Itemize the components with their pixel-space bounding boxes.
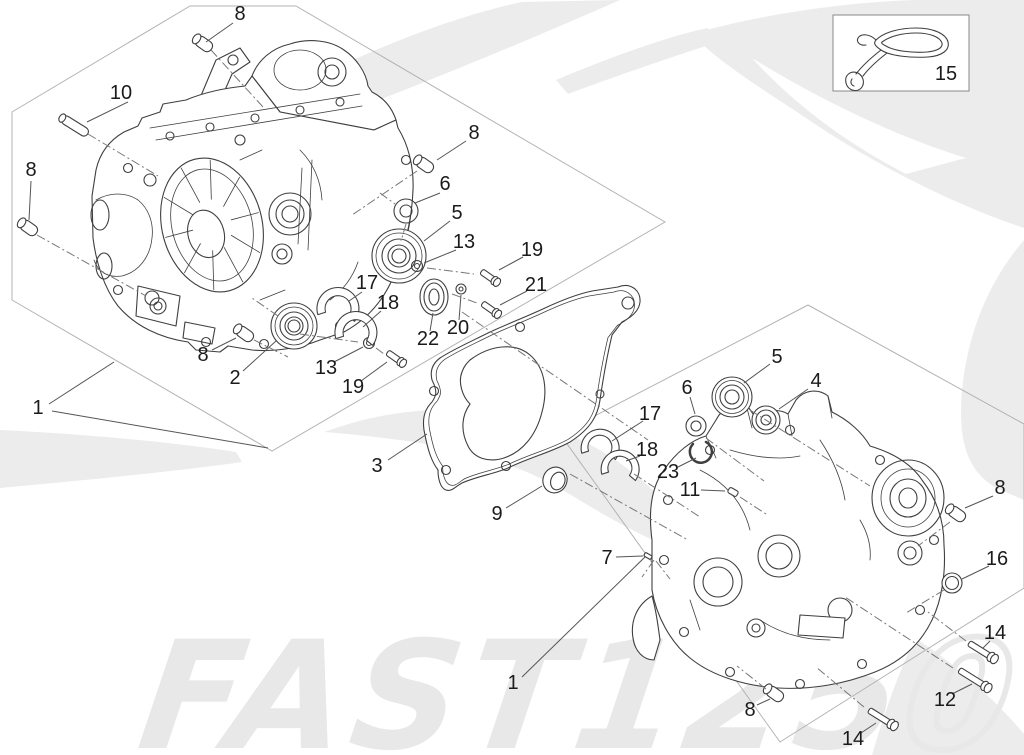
callout-leader-line	[498, 256, 524, 271]
callout-leader-line	[743, 363, 771, 384]
callout-leader-line	[615, 555, 644, 558]
callout-leader-line	[611, 420, 644, 442]
callout-leader-line	[429, 312, 434, 332]
callout-label-22: 22	[417, 328, 439, 350]
seal-22	[419, 278, 449, 316]
bushing-9	[542, 466, 568, 494]
callout-label-16: 16	[986, 548, 1008, 570]
callout-label-12: 12	[934, 689, 956, 711]
callout-leader-line	[423, 249, 457, 264]
loose-parts	[16, 33, 999, 732]
half-shell-17-right	[580, 428, 620, 461]
washer-13a	[410, 259, 424, 273]
callout-leader-line	[423, 220, 451, 242]
callout-label-8: 8	[197, 344, 208, 366]
callout-leader-line	[689, 396, 696, 415]
callout-label-18: 18	[636, 439, 658, 461]
assembly-planes	[11, 5, 1024, 743]
callout-leader-line	[362, 310, 382, 328]
callout-leader-line	[348, 291, 363, 302]
callout-leader-line	[700, 489, 726, 492]
callout-label-8: 8	[468, 122, 479, 144]
callout-leader-line	[499, 290, 528, 306]
callout-label-8: 8	[744, 699, 755, 721]
callout-label-15: 15	[935, 63, 957, 85]
callout-label-20: 20	[447, 317, 469, 339]
callout-leader-line	[211, 337, 237, 351]
callout-leader-line	[458, 294, 462, 321]
inset-box	[832, 14, 970, 92]
callout-leader-line	[951, 683, 973, 695]
callout-label-6: 6	[681, 377, 692, 399]
callout-label-17: 17	[639, 403, 661, 425]
callout-label-1: 1	[507, 672, 518, 694]
callout-label-9: 9	[491, 503, 502, 525]
callout-label-1: 1	[32, 397, 43, 419]
callout-leader-line	[360, 361, 388, 382]
callout-leader-line	[964, 495, 994, 509]
bearing-2	[270, 302, 318, 350]
callout-leader-line	[677, 457, 697, 468]
callout-label-17: 17	[356, 272, 378, 294]
callout-leader-line	[414, 192, 441, 204]
callout-leader-line	[982, 640, 991, 649]
callout-label-23: 23	[657, 461, 679, 483]
callout-label-18: 18	[377, 292, 399, 314]
collar-6-left	[393, 198, 419, 224]
washer-20	[455, 283, 467, 295]
callout-label-19: 19	[342, 376, 364, 398]
callout-label-5: 5	[771, 346, 782, 368]
half-shell-18-right	[600, 449, 640, 482]
callout-leader-line	[387, 433, 428, 461]
callout-label-19: 19	[521, 239, 543, 261]
callout-label-8: 8	[25, 159, 36, 181]
callout-leader-line	[333, 346, 364, 363]
callout-leader-line	[86, 101, 129, 123]
bearing-5-left	[371, 228, 427, 284]
callout-label-21: 21	[525, 274, 547, 296]
callout-leader-line	[505, 485, 543, 509]
callout-leader-line	[28, 180, 32, 221]
callout-leader-line	[48, 361, 115, 405]
callout-label-5: 5	[451, 202, 462, 224]
callout-leader-line	[242, 340, 277, 372]
callout-leader-line	[205, 22, 234, 43]
right-crankcase-drawing	[631, 390, 945, 690]
center-lines	[36, 49, 967, 708]
callout-label-10: 10	[110, 82, 132, 104]
callout-leader-line	[51, 410, 269, 449]
callout-label-13: 13	[315, 357, 337, 379]
callout-label-7: 7	[601, 547, 612, 569]
half-shell-18-left	[334, 311, 378, 346]
callout-label-4: 4	[810, 370, 821, 392]
collar-6-right	[685, 415, 707, 437]
callout-leader-line	[756, 698, 771, 706]
callout-label-14: 14	[842, 728, 864, 750]
bearing-5-right	[711, 376, 753, 418]
clip-23	[688, 440, 714, 464]
callout-leader-line	[625, 455, 641, 462]
callout-label-3: 3	[371, 455, 382, 477]
callout-label-11: 11	[680, 479, 701, 501]
callout-label-2: 2	[229, 367, 240, 389]
callout-label-8: 8	[234, 3, 245, 25]
seal-16	[941, 572, 963, 594]
callout-label-8: 8	[994, 477, 1005, 499]
callout-leader-line	[961, 565, 990, 580]
gasket-drawing	[422, 284, 641, 491]
left-crankcase-drawing	[90, 40, 414, 353]
callout-leader-line	[521, 556, 646, 678]
callout-label-14: 14	[984, 622, 1006, 644]
callout-label-6: 6	[439, 173, 450, 195]
callout-leader-line	[778, 388, 809, 410]
callout-leader-line	[860, 722, 877, 734]
clip-15-drawing	[845, 27, 949, 92]
callout-leader-line	[436, 140, 467, 161]
callout-label-13: 13	[453, 231, 475, 253]
